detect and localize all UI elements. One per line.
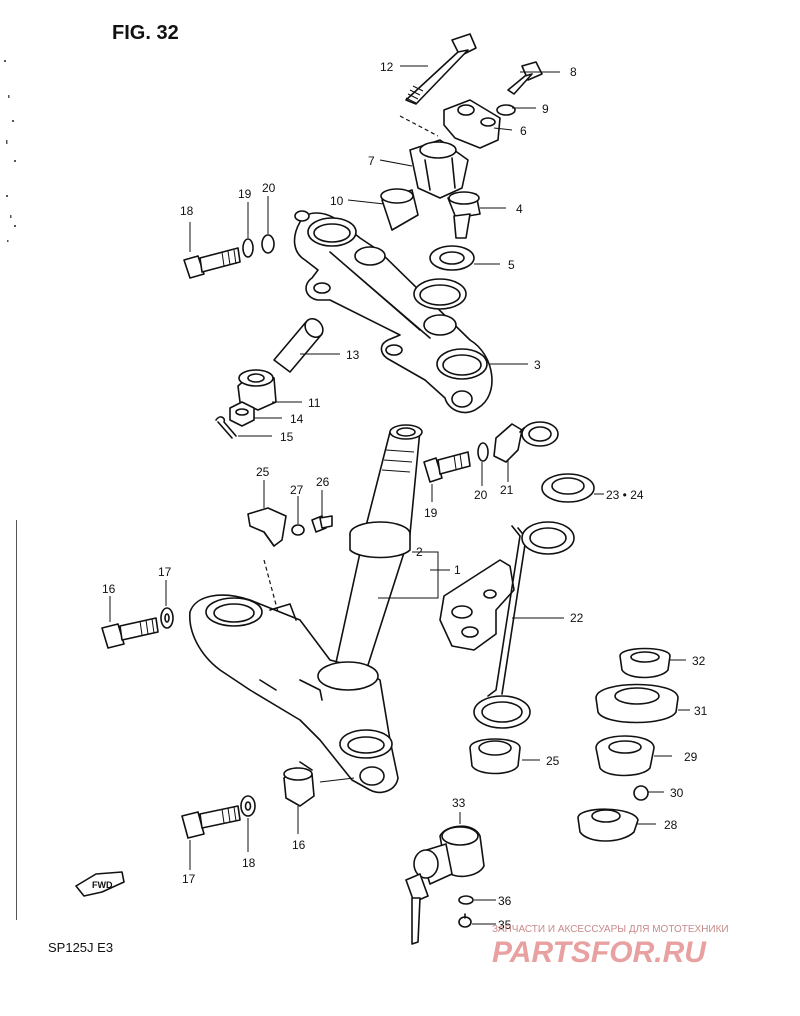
leader-lines: [109, 65, 690, 925]
callout-23-24: 22: [570, 611, 584, 625]
steering-stem: [329, 424, 423, 691]
callout-34: 33: [452, 796, 466, 810]
watermark-tagline: ЗАПЧАСТИ И АКСЕССУАРЫ ДЛЯ МОТОТЕХНИКИ: [492, 924, 729, 935]
callouts: 12 8 9 6 7 10 4 5 3 18 19 20 13 11 14 15…: [102, 60, 708, 932]
grommet-25-upper: [541, 473, 595, 503]
damper-11: [237, 369, 277, 411]
callout-13: 13: [346, 348, 360, 362]
bracket-22: [493, 421, 559, 463]
washer-20-lower: [477, 442, 489, 462]
callout-18-lower: 18: [242, 856, 256, 870]
callout-14: 14: [290, 412, 304, 426]
callout-36: 36: [498, 894, 512, 908]
watermark-logo: PARTSFOR.RU: [492, 936, 707, 969]
bolt-17-upper: [101, 617, 159, 649]
steel-ball-31: [633, 785, 649, 801]
callout-19-upper: 18: [180, 204, 194, 218]
lower-bracket: [189, 594, 399, 794]
callout-26: 25: [256, 465, 270, 479]
bolt-17-lower: [181, 805, 241, 839]
callout-33: 32: [692, 654, 706, 668]
screw-27: [311, 515, 333, 533]
bolt-8: [507, 61, 543, 95]
callout-1: 1: [454, 563, 461, 577]
washer-18-upper: [160, 607, 174, 629]
bearing-race-30: [595, 735, 655, 777]
callout-22: 21: [500, 483, 514, 497]
handlebar-holder-upper: [443, 99, 501, 149]
screw-35: [458, 913, 472, 928]
clamp-16: [283, 761, 315, 807]
callout-29: 28: [664, 818, 678, 832]
callout-16: 16: [292, 838, 306, 852]
spacer-13: [273, 317, 324, 373]
fwd-label: FWD: [92, 880, 113, 890]
callout-10: 10: [330, 194, 344, 208]
callout-18-upper: 17: [158, 565, 172, 579]
handlebar-holder-lower: [409, 139, 469, 199]
washer-36: [458, 895, 474, 905]
washer-5: [429, 245, 475, 271]
callout-20-lower: 20: [474, 488, 488, 502]
rubber-damper-10: [380, 188, 419, 231]
callout-35: 35: [498, 918, 512, 932]
bearing-cover-32: [595, 683, 679, 724]
washer-20-upper: [242, 238, 254, 258]
callout-30: 29: [684, 750, 698, 764]
callout-31: 30: [670, 786, 684, 800]
callout-17-lower: 17: [182, 872, 196, 886]
callout-7: 7: [368, 154, 375, 168]
bolt-19-lower: [423, 451, 471, 483]
model-code: SP125J E3: [48, 940, 113, 955]
callout-25-upper: 23 • 24: [606, 488, 644, 502]
callout-9: 9: [542, 102, 549, 116]
grommet-25-lower: [469, 738, 521, 775]
callout-19-lower: 19: [424, 506, 438, 520]
upper-bracket: [293, 210, 493, 414]
washer-9: [496, 104, 516, 116]
callout-8: 8: [570, 65, 577, 79]
cotter-pin-15: [215, 416, 237, 439]
clamp-26: [247, 507, 287, 547]
alignment-line-12: [399, 115, 439, 137]
callout-28: 27: [290, 483, 304, 497]
bearing-race-29: [577, 808, 639, 842]
callout-3: 3: [534, 358, 541, 372]
ignition-switch-34: [405, 825, 485, 945]
callout-25-lower: 25: [546, 754, 560, 768]
watermark: ЗАПЧАСТИ И АКСЕССУАРЫ ДЛЯ МОТОТЕХНИКИ PA…: [492, 924, 729, 969]
washer-28: [291, 524, 305, 536]
callout-5: 5: [508, 258, 515, 272]
fwd-arrow: FWD: [75, 871, 125, 897]
nut-14: [229, 401, 255, 427]
callout-21: 20: [262, 181, 276, 195]
alignment-line-26: [263, 559, 279, 613]
callout-12: 12: [380, 60, 394, 74]
callout-20-upper: 19: [238, 187, 252, 201]
callout-15: 15: [280, 430, 294, 444]
callout-27: 26: [316, 475, 330, 489]
nut-33: [619, 647, 671, 679]
bolt-19-upper: [183, 247, 241, 279]
washer-18-lower: [240, 795, 256, 817]
callout-17-upper: 16: [102, 582, 116, 596]
bolt-12: [405, 33, 477, 105]
washer-21: [261, 234, 275, 254]
callout-6: 6: [520, 124, 527, 138]
bolt-4: [447, 191, 481, 239]
callout-4: 4: [516, 202, 523, 216]
callout-2: 2: [416, 545, 423, 559]
callout-11: 11: [308, 396, 321, 410]
callout-32: 31: [694, 704, 708, 718]
scan-specks: [4, 60, 17, 920]
bracket-23-24: [439, 521, 575, 729]
figure-title: FIG. 32: [112, 22, 179, 44]
